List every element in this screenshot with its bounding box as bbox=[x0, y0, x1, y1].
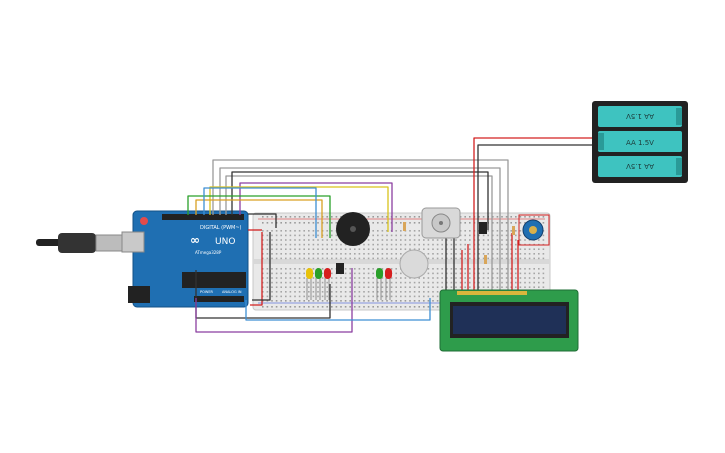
led[interactable] bbox=[385, 268, 392, 300]
wire-5[interactable] bbox=[209, 186, 389, 232]
battery-cell: AA 1.5V bbox=[598, 106, 682, 127]
battery-cell-label: AA 1.5V bbox=[626, 139, 654, 147]
analog-header bbox=[194, 296, 244, 302]
led-group bbox=[306, 268, 392, 300]
arduino-logo-icon: ∞ bbox=[190, 233, 200, 247]
wire-19[interactable] bbox=[252, 232, 271, 301]
wire-12[interactable] bbox=[477, 144, 592, 290]
power-jack bbox=[128, 286, 150, 303]
analog-label: ANALOG IN bbox=[222, 290, 242, 294]
transistor[interactable] bbox=[336, 263, 344, 274]
atmega-chip bbox=[182, 272, 246, 288]
piezo-buzzer[interactable] bbox=[336, 212, 370, 246]
wires bbox=[187, 137, 604, 333]
chip-label: ATmega328P bbox=[195, 250, 222, 255]
wire-17[interactable] bbox=[245, 298, 431, 321]
arduino-uno-board[interactable]: DIGITAL (PWM~) ∞ UNO ATmega328P POWER AN… bbox=[121, 210, 249, 308]
lcd-16x2[interactable] bbox=[439, 289, 579, 352]
lcd-pins bbox=[457, 291, 527, 295]
led[interactable] bbox=[306, 268, 313, 300]
reset-button bbox=[140, 217, 148, 225]
wire-10[interactable] bbox=[248, 213, 277, 228]
sensor-disc[interactable] bbox=[399, 249, 429, 279]
digital-label: DIGITAL (PWM~) bbox=[200, 225, 242, 231]
digital-header bbox=[162, 214, 244, 220]
battery-cell-label: AA 1.5V bbox=[626, 112, 654, 120]
wire-16[interactable] bbox=[195, 268, 353, 333]
wire-4[interactable] bbox=[239, 182, 393, 232]
arduino-model-label: UNO bbox=[215, 237, 235, 247]
wire-3[interactable] bbox=[231, 171, 489, 230]
dc-motor[interactable] bbox=[421, 207, 461, 239]
diode[interactable] bbox=[479, 222, 487, 234]
led[interactable] bbox=[324, 268, 331, 300]
power-label: POWER bbox=[200, 290, 214, 294]
wire-1[interactable] bbox=[219, 167, 501, 290]
wire-15[interactable] bbox=[195, 270, 331, 319]
battery-pack[interactable]: AA 1.5V AA 1.5V AA 1.5V bbox=[592, 101, 688, 183]
wire-7[interactable] bbox=[195, 199, 323, 238]
battery-cell: AA 1.5V bbox=[598, 156, 682, 177]
wire-18[interactable] bbox=[250, 232, 263, 306]
potentiometer[interactable] bbox=[518, 214, 550, 246]
usb-port bbox=[121, 231, 145, 253]
lcd-screen bbox=[453, 306, 566, 334]
resistors bbox=[403, 222, 515, 264]
led[interactable] bbox=[315, 268, 322, 300]
wire-8[interactable] bbox=[203, 187, 317, 238]
wire-6[interactable] bbox=[187, 195, 331, 238]
wire-11[interactable] bbox=[473, 137, 604, 290]
battery-cell: AA 1.5V bbox=[598, 131, 682, 152]
led[interactable] bbox=[376, 268, 383, 300]
battery-cell-label: AA 1.5V bbox=[626, 162, 654, 170]
usb-cable[interactable] bbox=[36, 233, 123, 253]
